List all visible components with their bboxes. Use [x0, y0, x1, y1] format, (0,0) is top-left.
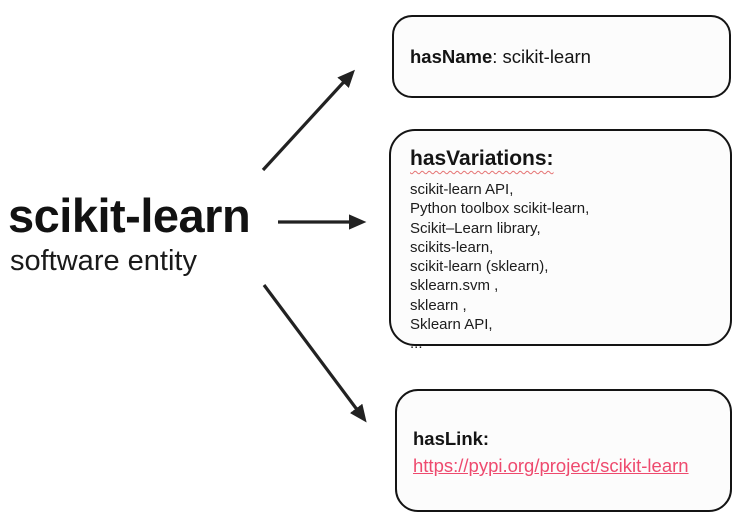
arrow-to-haslink [262, 284, 367, 423]
variation-item: scikit-learn (sklearn), [410, 258, 549, 276]
variation-item: Scikit–Learn library, [410, 219, 541, 237]
variation-item: sklearn.svm , [410, 277, 499, 295]
hasname-box: hasName: scikit-learn [392, 15, 731, 98]
entity-type: software entity [10, 245, 197, 277]
variation-list: scikit-learn API, Python toolbox scikit-l… [410, 180, 714, 354]
arrow-to-hasname [261, 69, 355, 172]
variation-item: sklearn , [410, 296, 467, 314]
haslink-box: hasLink: https://pypi.org/project/scikit… [395, 389, 732, 512]
variation-item: ... [410, 335, 423, 353]
variation-item: Sklearn API, [410, 316, 493, 334]
hasvariations-label: hasVariations: [410, 147, 554, 170]
hasname-value: : scikit-learn [492, 45, 591, 67]
haslink-label: hasLink: [413, 427, 490, 449]
variation-item: scikit-learn API, [410, 181, 514, 198]
pypi-link[interactable]: https://pypi.org/project/scikit-learn [413, 455, 689, 476]
entity-label: scikit-learn software entity [8, 189, 251, 278]
hasname-label: hasName [410, 45, 493, 67]
variation-item: scikits-learn, [410, 238, 494, 256]
entity-name: scikit-learn [8, 189, 251, 242]
variation-item: Python toolbox scikit-learn, [410, 200, 590, 218]
hasname-line: hasName: scikit-learn [410, 46, 591, 68]
hasvariations-box: hasVariations: scikit-learn API, Python t… [389, 129, 732, 352]
